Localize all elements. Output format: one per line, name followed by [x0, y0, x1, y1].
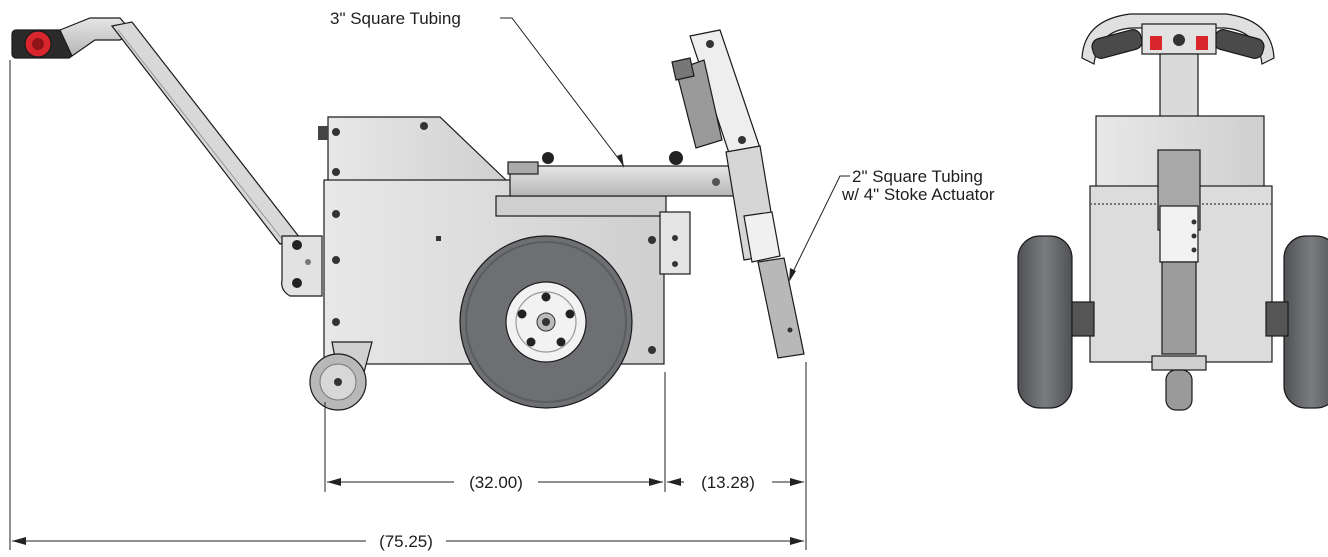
- handle-tube: [110, 21, 323, 297]
- callout-2in-tubing: 2" Square Tubing w/ 4" Stoke Actuator: [789, 167, 995, 282]
- actuator: [671, 29, 761, 157]
- dim-overall-length: (75.25): [379, 532, 433, 551]
- front-left-tire: [1017, 235, 1095, 409]
- front-view: [1017, 13, 1328, 411]
- side-view: [11, 17, 805, 411]
- dim-hitch-overhang: (13.28): [701, 473, 755, 492]
- callout-2in-label-line2: w/ 4" Stoke Actuator: [841, 185, 995, 204]
- caster-wheel: [309, 341, 373, 411]
- hitch-tube-3in: [507, 151, 747, 197]
- front-handle: [1081, 13, 1275, 65]
- handle-grip: [11, 17, 133, 59]
- hitch-tube-2in: [725, 145, 805, 359]
- dim-wheelbase: (32.00): [469, 473, 523, 492]
- dimension-lines: (32.00) (13.28) (75.25): [9, 60, 807, 551]
- callout-3in-label: 3" Square Tubing: [330, 9, 461, 28]
- callout-2in-label-line1: 2" Square Tubing: [852, 167, 983, 186]
- front-caster: [1151, 355, 1207, 411]
- front-right-tire: [1265, 235, 1328, 409]
- drive-wheel: [459, 235, 633, 409]
- callout-3in-tubing: 3" Square Tubing: [330, 9, 625, 168]
